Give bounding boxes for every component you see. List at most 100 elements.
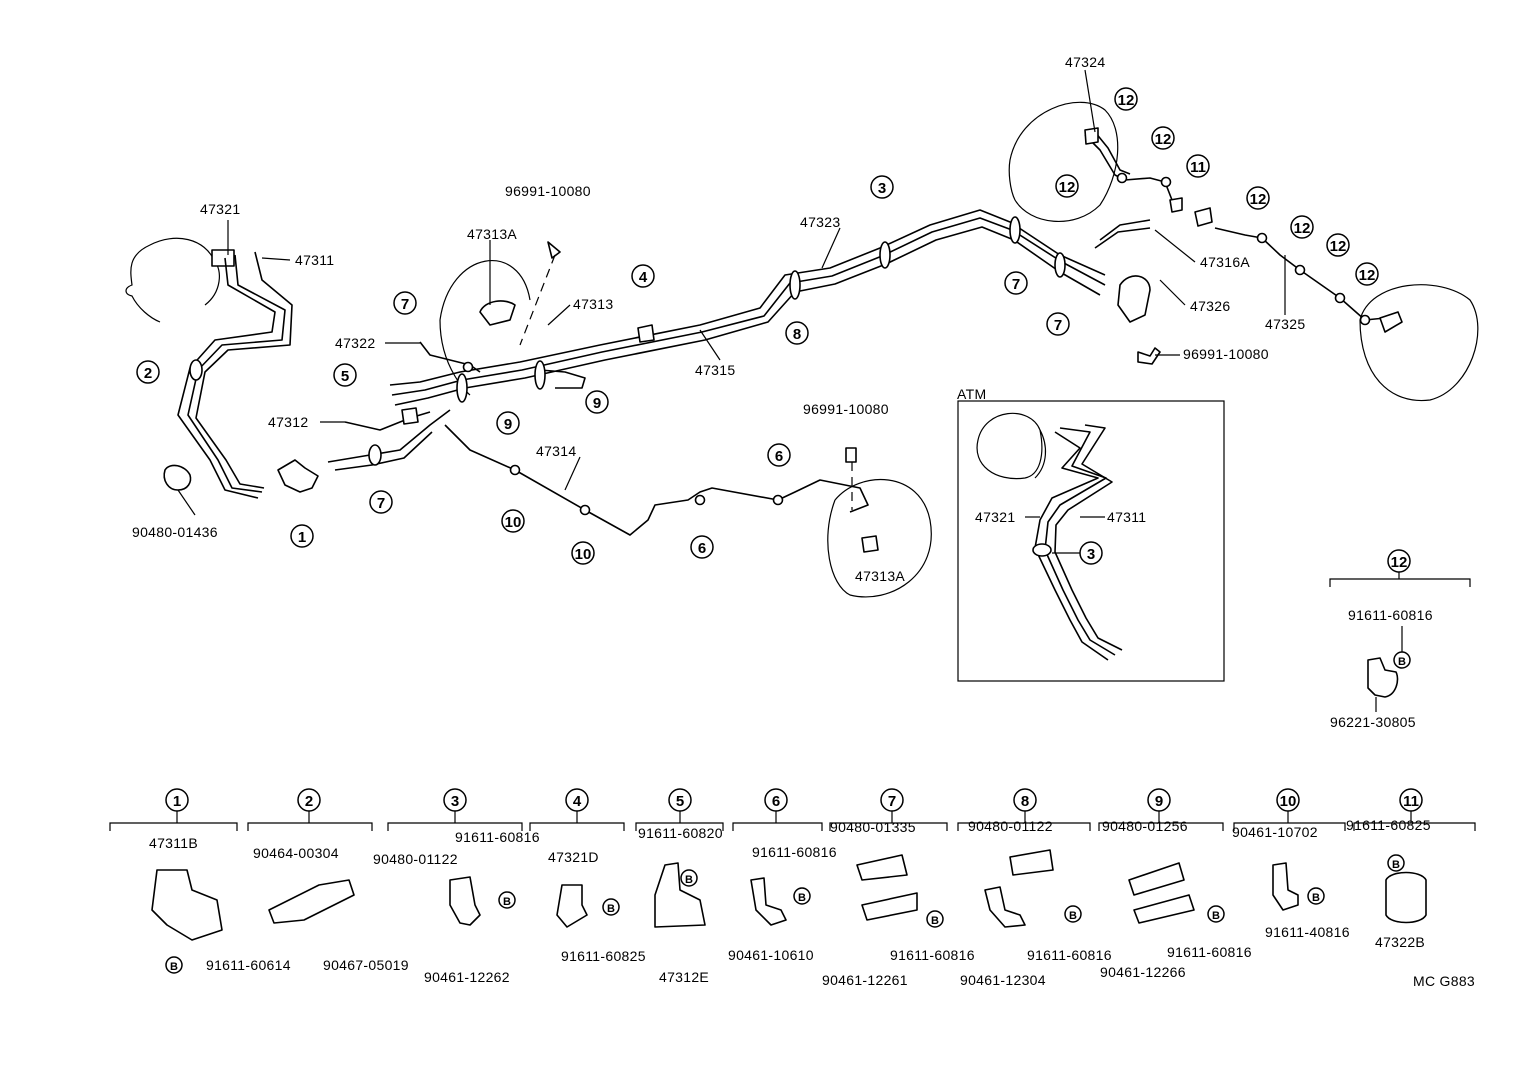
svg-text:12: 12 [1155,131,1172,148]
clips-main [189,172,1371,516]
group-6-part-label: 90461-10610 [728,947,814,963]
group-8-part-label: 91611-60816 [1027,947,1112,963]
callout-6-a: 6 [690,535,714,559]
label-47314: 47314 [536,443,576,459]
left-vertical-tubes [177,251,293,499]
callout-12-f: 12 [1326,233,1350,257]
svg-text:6: 6 [775,448,783,465]
group-6-b-letter: B [798,892,806,904]
label-12-91611-60816: 91611-60816 [1348,607,1433,623]
group-3-part-label: 90461-12262 [424,969,510,985]
group-9-number: 9 [1155,793,1163,810]
label-96991-10080-a: 96991-10080 [505,183,591,199]
label-47316a: 47316A [1200,254,1250,270]
group-5-part-label: 91611-60820 [638,825,723,841]
group-3-b-letter: B [503,896,511,908]
callout-12-detail: 12 [1387,549,1411,573]
callout-5: 5 [333,363,357,387]
group-9-part-label: 91611-60816 [1167,944,1252,960]
group-1-b-letter: B [170,961,178,973]
svg-text:7: 7 [377,495,385,512]
label-47325: 47325 [1265,316,1305,332]
group-5-b-letter: B [685,874,693,886]
svg-text:12: 12 [1330,238,1347,255]
callout-7-d: 7 [1046,312,1070,336]
group-9-b-letter: B [1212,910,1220,922]
callout-6-b: 6 [767,443,791,467]
svg-text:12: 12 [1294,220,1311,237]
group-6-b-callout [793,887,811,905]
group-1-part-label: 47311B [149,835,198,851]
group-11-part-label: 47322B [1375,934,1425,950]
callout-11: 11 [1186,154,1210,178]
svg-text:12: 12 [1059,179,1076,196]
b-callout-12: B [1398,656,1406,668]
group-6-part-sketch [750,877,787,926]
group-7-number: 7 [888,793,896,810]
group-2-part-label: 90464-00304 [253,845,339,861]
label-90480-01436: 90480-01436 [132,524,218,540]
svg-text:7: 7 [1012,276,1020,293]
group-4-part-label: 47321D [548,849,599,865]
group-4-bracket [529,822,625,831]
callout-12-c: 12 [1055,174,1079,198]
group-4-part-label: 91611-60825 [561,948,646,964]
atm-label-47311: 47311 [1107,509,1146,525]
group-2-number: 2 [305,793,313,810]
rear-left-wheel-outline [827,478,932,598]
group-1-part-label: 91611-60614 [206,957,291,973]
group-11-b-letter: B [1392,859,1400,871]
group-3-part-label: 90480-01122 [373,851,458,867]
atm-label-47321: 47321 [975,509,1015,525]
callout-1: 1 [290,524,314,548]
group-5-number: 5 [676,793,684,810]
group-9-part-sketch [1128,862,1195,924]
group-9-b-callout [1207,905,1225,923]
group-4-b-callout [602,898,620,916]
group-7-b-callout [926,910,944,928]
callout-12-g: 12 [1355,262,1379,286]
svg-text:7: 7 [1054,317,1062,334]
group-11-number: 11 [1403,793,1419,810]
group-6-bracket [732,822,823,831]
group-4-b-letter: B [607,903,615,915]
group-11-bracket [1353,822,1476,831]
label-47323: 47323 [800,214,840,230]
right-tubes [1084,131,1386,321]
label-47322: 47322 [335,335,375,351]
label-47312: 47312 [268,414,308,430]
label-47313a: 47313A [467,226,517,242]
group-5-part-sketch [654,862,706,928]
svg-text:2: 2 [144,365,152,382]
group-4: 4 47321D 91611-60825 B [529,788,646,964]
group-7-part-sketch [856,854,918,921]
group-10-part-label: 90461-10702 [1232,824,1318,840]
front-right-wheel-outline [1008,101,1119,223]
callout-7-b: 7 [369,490,393,514]
svg-text:12: 12 [1391,554,1408,571]
label-12-96221-30805: 96221-30805 [1330,714,1416,730]
leader-lines [177,69,1286,516]
callout-3: 3 [870,175,894,199]
group-4-number: 4 [573,793,582,810]
svg-text:7: 7 [401,296,409,313]
group-10-part-label: 91611-40816 [1265,924,1350,940]
svg-text:9: 9 [593,395,601,412]
svg-text:11: 11 [1190,159,1206,176]
svg-text:8: 8 [793,326,801,343]
group-11-part-sketch [1385,871,1427,924]
group-1-bracket [109,822,238,831]
callout-8: 8 [785,321,809,345]
rear-right-wheel-outline [1359,284,1479,402]
group-7-part-label: 91611-60816 [890,947,975,963]
group-5-b-callout [680,869,698,887]
callout-12-b: 12 [1151,126,1175,150]
svg-text:10: 10 [575,546,592,563]
brake-booster-left [125,237,235,323]
